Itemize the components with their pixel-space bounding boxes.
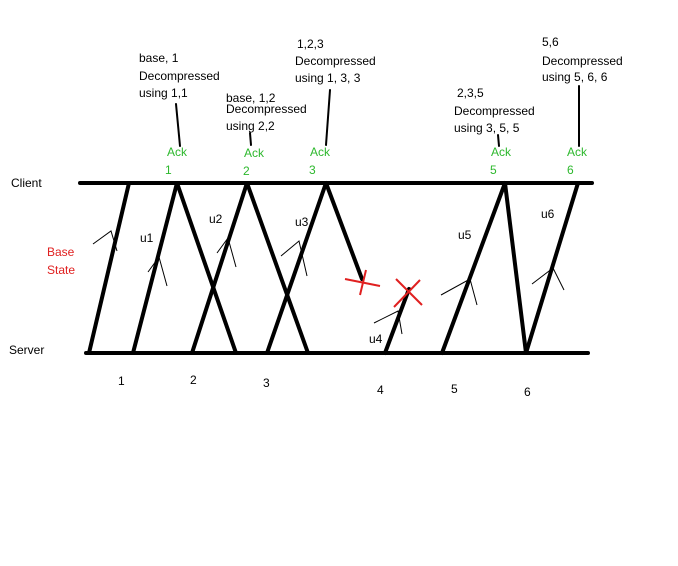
note5-line2: Decompressed xyxy=(454,104,535,118)
server-tick-3: 3 xyxy=(263,376,270,390)
note1-line3: using 1,1 xyxy=(139,86,188,100)
note2-pointer xyxy=(249,132,252,146)
u6-arrowhead xyxy=(531,267,565,291)
note3-line3: using 1, 3, 3 xyxy=(295,71,361,85)
note3-line2: Decompressed xyxy=(295,54,376,68)
u2-label: u2 xyxy=(209,212,223,226)
ack2-number: 2 xyxy=(243,164,250,178)
note6-line2: Decompressed xyxy=(542,54,623,68)
server-label: Server xyxy=(9,343,44,357)
u6-message xyxy=(524,181,580,355)
base-state-arrowhead xyxy=(92,230,118,252)
ack1-message xyxy=(175,181,238,355)
base-state-label-line2: State xyxy=(47,263,75,277)
note1-pointer xyxy=(175,103,181,147)
client-label: Client xyxy=(11,176,42,190)
ack3-label: Ack xyxy=(310,145,331,159)
u4-lost-marker xyxy=(393,278,423,308)
server-tick-6: 6 xyxy=(524,385,531,399)
ack2-label: Ack xyxy=(244,146,265,160)
note3-pointer xyxy=(325,89,331,146)
ack3-message-lost xyxy=(324,181,364,281)
note2-line1: base, 1,2 xyxy=(226,91,276,105)
ack6-label: Ack xyxy=(567,145,588,159)
u5-message xyxy=(440,181,507,355)
note6-line1: 5,6 xyxy=(542,35,559,49)
ack1-label: Ack xyxy=(167,145,188,159)
u5-arrowhead xyxy=(440,278,478,306)
u5-label: u5 xyxy=(458,228,472,242)
ack5-number: 5 xyxy=(490,163,497,177)
u4-message-lost xyxy=(383,287,411,355)
server-tick-4: 4 xyxy=(377,383,384,397)
u4-arrowhead xyxy=(373,310,403,335)
ack6-number: 6 xyxy=(567,163,574,177)
note6-line3: using 5, 6, 6 xyxy=(542,70,608,84)
u3-message xyxy=(265,181,328,355)
note5-line3: using 3, 5, 5 xyxy=(454,121,520,135)
u4-label: u4 xyxy=(369,332,383,346)
ack1-number: 1 xyxy=(165,163,172,177)
base-state-message xyxy=(87,181,131,355)
u1-arrowhead xyxy=(147,255,168,287)
u1-message xyxy=(131,181,179,355)
ack2-message xyxy=(245,181,310,355)
u2-message xyxy=(190,181,249,355)
note2-line2: Decompressed xyxy=(226,102,307,116)
note1-line2: Decompressed xyxy=(139,69,220,83)
note5-pointer xyxy=(497,134,500,147)
u6-label: u6 xyxy=(541,207,555,221)
ack5-message xyxy=(503,181,528,355)
note5-line1: 2,3,5 xyxy=(457,86,484,100)
ack3-number: 3 xyxy=(309,163,316,177)
base-state-label-line1: Base xyxy=(47,245,75,259)
u3-arrowhead xyxy=(280,240,308,277)
server-tick-2: 2 xyxy=(190,373,197,387)
u1-label: u1 xyxy=(140,231,154,245)
server-tick-5: 5 xyxy=(451,382,458,396)
u2-arrowhead xyxy=(216,236,237,268)
u3-label: u3 xyxy=(295,215,309,229)
ack3-lost-marker xyxy=(344,269,381,296)
note3-line1: 1,2,3 xyxy=(297,37,324,51)
ack5-label: Ack xyxy=(491,145,512,159)
server-tick-1: 1 xyxy=(118,374,125,388)
note2-line3: using 2,2 xyxy=(226,119,275,133)
note1-line1: base, 1 xyxy=(139,51,179,65)
